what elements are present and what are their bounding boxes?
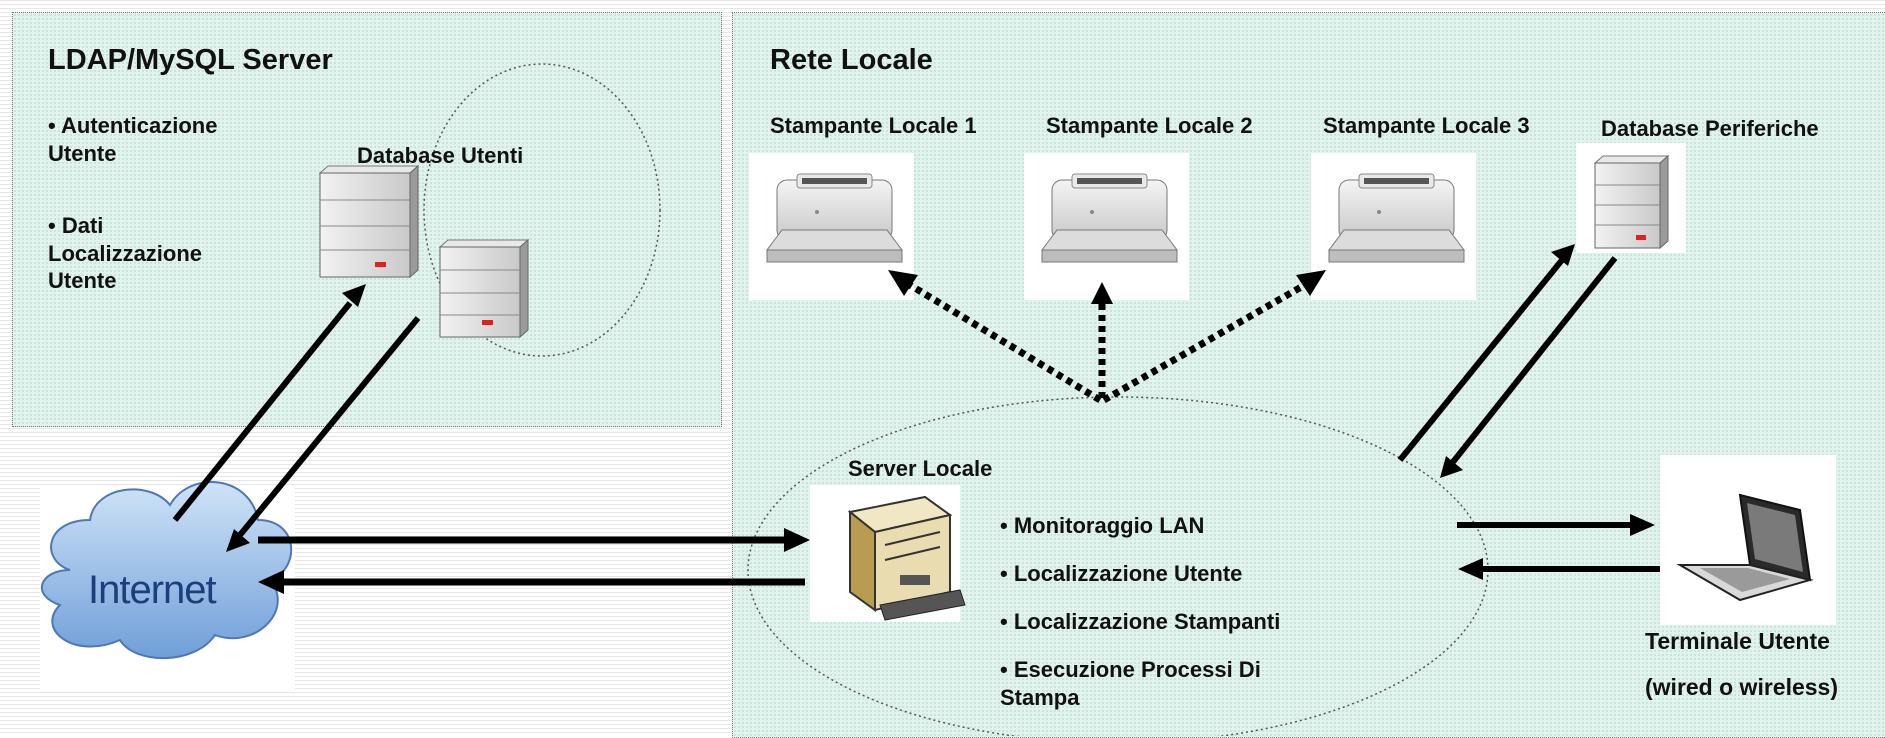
printer-3-label: Stampante Locale 3	[1323, 113, 1530, 138]
printer-1-icon	[766, 173, 903, 263]
database-utenti-label: Database Utenti	[357, 143, 524, 168]
bullet-dati-localizzazione: • Dati Localizzazione Utente	[48, 213, 203, 293]
internet-label: Internet	[88, 568, 217, 612]
db-server-1-icon	[318, 164, 420, 279]
server-bullet-localizzazione-stampanti: • Localizzazione Stampanti	[1000, 609, 1281, 634]
printer-2-icon	[1041, 173, 1178, 263]
ldap-panel-title: LDAP/MySQL Server	[48, 44, 333, 76]
server-bullet-monitoraggio: • Monitoraggio LAN	[1000, 513, 1205, 538]
server-bullet-esecuzione: • Esecuzione Processi Di Stampa	[1000, 657, 1261, 710]
printer-1-label: Stampante Locale 1	[770, 113, 977, 138]
laptop-icon	[1676, 493, 1814, 602]
rete-locale-title: Rete Locale	[770, 44, 933, 76]
printer-3-icon	[1328, 173, 1465, 263]
peripherals-db-label: Database Periferiche	[1601, 116, 1819, 141]
local-server-icon	[847, 495, 966, 621]
printer-2-label: Stampante Locale 2	[1046, 113, 1253, 138]
terminal-label: Terminale Utente	[1645, 628, 1830, 654]
server-db-arrows	[1397, 256, 1618, 464]
bullet-autenticazione: • Autenticazione Utente	[48, 113, 218, 166]
database-utenti-ellipse	[423, 63, 661, 357]
server-bullet-localizzazione-utente: • Localizzazione Utente	[1000, 561, 1243, 586]
printer-arrowheads	[888, 270, 1326, 304]
terminal-sublabel: (wired o wireless)	[1645, 674, 1839, 700]
server-locale-label: Server Locale	[848, 456, 993, 481]
printer-arrows	[903, 278, 1312, 404]
peripherals-db-icon	[1593, 154, 1670, 250]
db-server-2-icon	[438, 238, 530, 339]
